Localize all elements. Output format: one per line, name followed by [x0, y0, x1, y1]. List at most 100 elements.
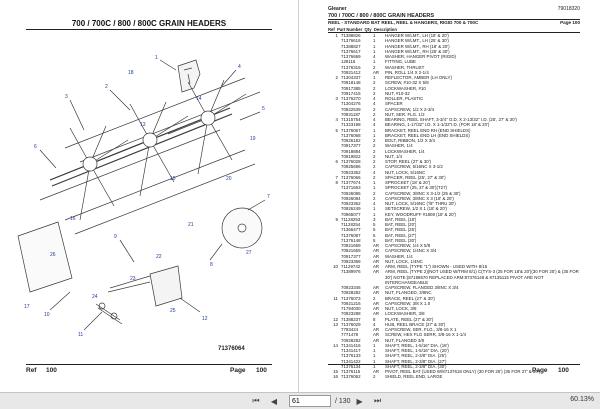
- part-description: CAPSCREW, 3/8NC X 3 (18' & 20'): [385, 195, 454, 201]
- part-description: LOCKWASHER, 1/4: [385, 148, 425, 154]
- part-number: 71376270: [341, 96, 361, 101]
- part-qty: 1: [373, 211, 376, 217]
- callout-15: 15: [170, 176, 176, 182]
- part-description: HANGER W/LMT., RH (18' & 20'): [385, 43, 450, 49]
- part-number: 70917385: [341, 85, 361, 91]
- part-qty: 1: [373, 342, 376, 348]
- callout-9: 9: [114, 234, 117, 240]
- part-qty: 1: [373, 180, 376, 185]
- part-description: SPACER: [385, 101, 403, 107]
- part-qty: 1: [373, 358, 376, 364]
- part-number: 70926085: [341, 190, 361, 196]
- part-number: 70919822: [341, 153, 361, 159]
- part-qty: 1: [373, 33, 376, 38]
- total-pages-label: / 130: [335, 397, 351, 405]
- callout-1: 1: [155, 55, 158, 61]
- part-description: STOP, REEL (27' & 30'): [385, 159, 432, 164]
- part-number: 70917377: [341, 143, 361, 149]
- page-number-input[interactable]: [289, 395, 331, 407]
- callout-14: 14: [196, 96, 202, 102]
- part-description: BAT, REEL (30'): [385, 237, 417, 243]
- part-description: SCREW, HEX FLG SERR, 3/8-16 X 1-1/4: [385, 332, 467, 338]
- part-description: BRACKET, REEL END RH (END SHIELDS): [385, 127, 471, 133]
- part-description: BEARING, 1-17/32" I.D. X 1-1/32"I.D. (FO…: [385, 122, 490, 128]
- part-description: CAPSCREW, SER. FLG., 3/8-16 X 1: [385, 327, 457, 332]
- callout-21: 21: [188, 222, 194, 228]
- callout-24: 24: [92, 294, 98, 300]
- part-description: ARM, REEL (TYPE "1") SHOWN - USED WITH 8…: [385, 264, 488, 269]
- part-qty: AR: [373, 269, 380, 275]
- part-ref: 9: [335, 216, 338, 222]
- part-description: WASHER, 1/4: [385, 143, 413, 149]
- part-description: SHAFT, REEL, 1-5/16" DIA. (20'): [385, 348, 449, 353]
- part-ref: 12: [333, 316, 338, 322]
- part-ref: 6: [335, 159, 338, 164]
- part-description: SPROCKET (25, 27 & 30')(T27): [385, 185, 448, 191]
- parts-row: INTERCHANGEABLE: [328, 280, 580, 285]
- part-description: SPROCKET (18' & 20'): [385, 180, 431, 185]
- first-page-button[interactable]: ⏮: [252, 396, 260, 405]
- document-number: 79018320: [557, 6, 580, 12]
- right-page: Gleaner 79018320 700 / 700C / 800 / 800C…: [302, 0, 600, 392]
- part-qty: 2: [373, 195, 376, 201]
- part-qty: 2: [373, 159, 376, 164]
- next-page-button[interactable]: ▶: [356, 396, 363, 406]
- part-description: CAPSCREW, 3/8NC X 3-1/2 (25 & 30'): [385, 190, 461, 196]
- callout-19: 19: [250, 136, 256, 142]
- part-qty: AR: [373, 306, 380, 311]
- part-description: BRACE, REEL (27' & 30'): [385, 295, 435, 301]
- part-ref: 2: [335, 75, 338, 80]
- part-number: 70922539: [341, 106, 361, 112]
- left-header-rule: [26, 29, 272, 30]
- callout-18: 18: [128, 70, 134, 76]
- part-description: SETSCREW, 1/2 X 1 (18' & 20'): [385, 206, 447, 212]
- part-number: 71304276: [341, 101, 361, 107]
- last-page-button[interactable]: ⏭: [373, 396, 382, 405]
- part-qty: 2: [373, 174, 376, 180]
- part-number: 70921659: [341, 248, 361, 254]
- part-description: HANGER W/LMT., LH (25' & 30'): [385, 38, 449, 44]
- part-number: 70918884: [341, 148, 361, 154]
- part-qty: 1: [373, 363, 376, 369]
- zoom-level[interactable]: 60.13%: [570, 396, 594, 403]
- part-ref: 4: [335, 117, 338, 122]
- part-description: NUT, SER. FLG. 1/2: [385, 111, 425, 117]
- part-description: NUT, 1/4: [385, 153, 403, 159]
- part-number: 71376067: [341, 127, 361, 133]
- parts-row: 70918884 2 LOCKWASHER, 1/4: [328, 149, 580, 154]
- part-number: 71376669: [341, 54, 361, 59]
- previous-page-button[interactable]: ◀: [270, 396, 278, 406]
- right-title-rule: [328, 19, 580, 20]
- part-description: CAPSCREW, 1/4NC X 3/4: [385, 248, 437, 254]
- right-footer-page-label: Page: [532, 367, 548, 374]
- part-number: 70918148: [341, 80, 361, 86]
- part-ref: 13: [333, 321, 338, 327]
- part-qty: AR: [373, 290, 380, 296]
- part-description: BAT, REEL (18'): [385, 216, 417, 222]
- part-qty: 2: [373, 148, 376, 154]
